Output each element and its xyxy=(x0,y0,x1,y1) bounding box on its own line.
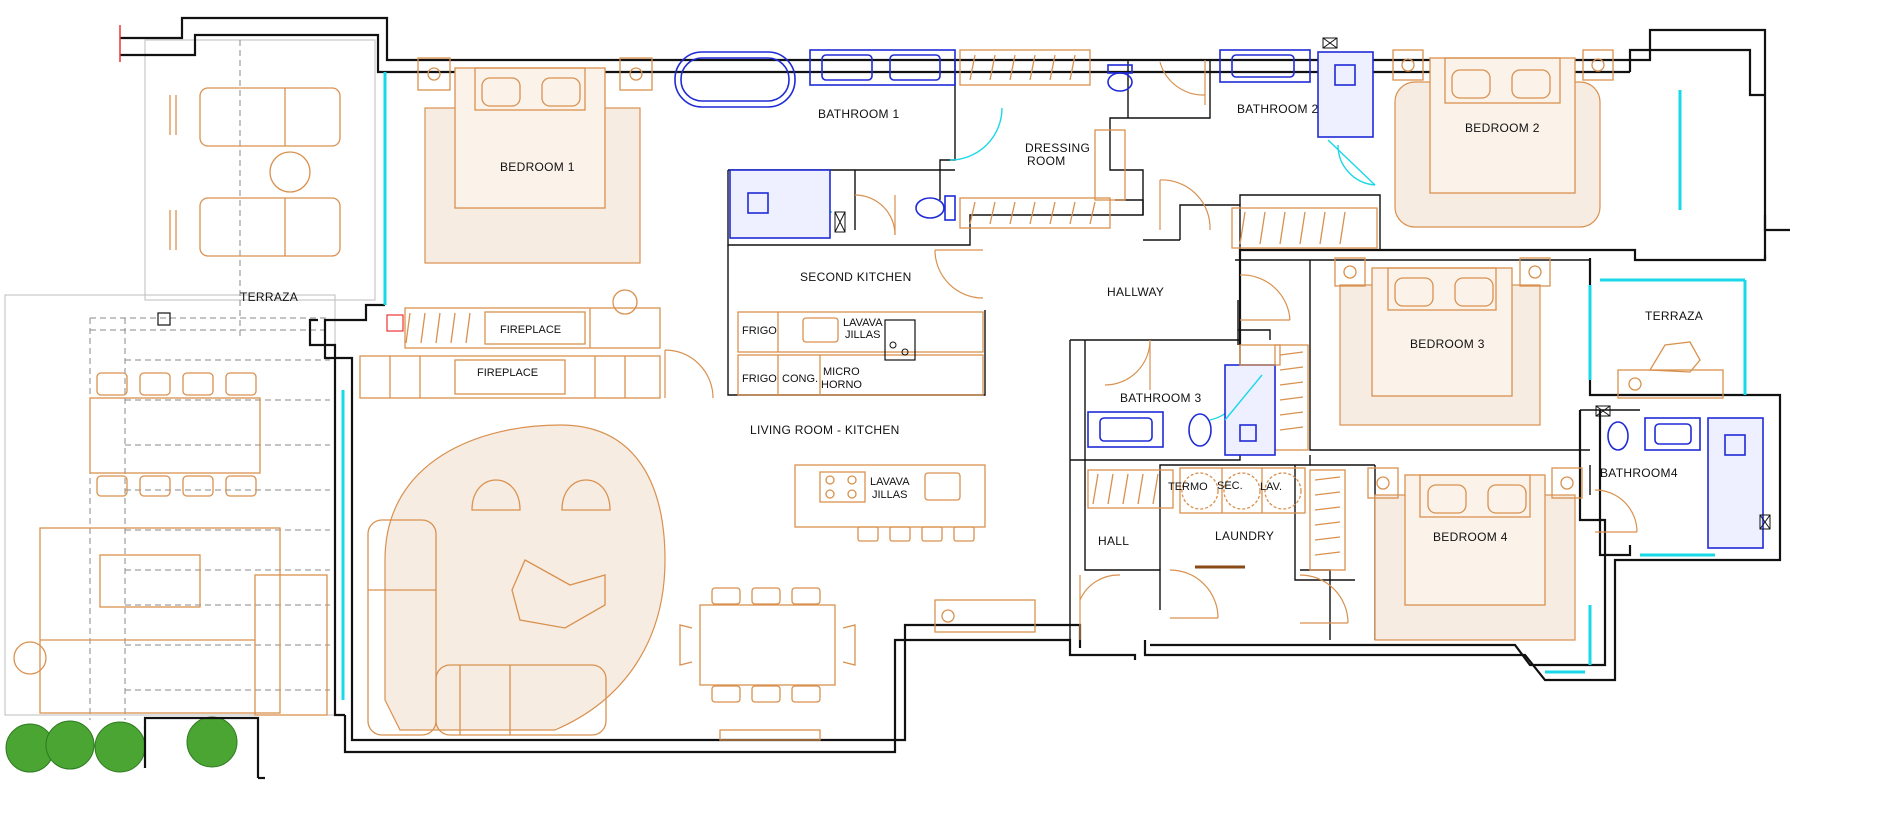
shower-1 xyxy=(729,169,831,239)
bathroom-3-fixtures xyxy=(1087,344,1281,456)
bedroom-1-furniture xyxy=(417,57,653,264)
label-terraza-right: TERRAZA xyxy=(1645,309,1703,323)
dining-table xyxy=(699,604,836,686)
coffee-table xyxy=(511,559,606,629)
toilet-4 xyxy=(1607,421,1629,451)
bedroom-3-furniture xyxy=(1274,257,1551,451)
double-vanity xyxy=(809,49,956,86)
fixture-labels: FRIGO FRIGO CONG. LAVAVA JILLAS MICRO HO… xyxy=(742,317,1282,501)
outdoor-sofa xyxy=(39,527,281,714)
label-hallway: HALLWAY xyxy=(1107,285,1164,299)
label-fireplace-lower: FIREPLACE xyxy=(477,367,538,379)
bathroom-1-fixtures xyxy=(674,49,956,239)
bedroom-4-furniture xyxy=(1367,467,1583,641)
label-bathroom-3: BATHROOM 3 xyxy=(1120,391,1201,405)
side-table xyxy=(269,151,311,193)
fireplace-units xyxy=(359,289,661,399)
left-terrace-area xyxy=(4,39,376,720)
label-living-room-kitchen: LIVING ROOM - KITCHEN xyxy=(750,423,900,437)
label-cong: CONG. xyxy=(782,373,818,385)
label-bedroom-1: BEDROOM 1 xyxy=(500,160,575,174)
dressing-room-wardrobes xyxy=(959,49,1126,229)
label-frigo-1: FRIGO xyxy=(742,325,777,337)
toilet-1 xyxy=(915,197,945,219)
sun-lounger xyxy=(199,197,341,257)
second-kitchen-counters xyxy=(737,311,984,396)
label-bathroom-1: BATHROOM 1 xyxy=(818,107,899,121)
plants xyxy=(5,716,238,773)
label-frigo-2: FRIGO xyxy=(742,373,777,385)
doors xyxy=(664,60,1638,640)
label-bedroom-2: BEDROOM 2 xyxy=(1465,121,1540,135)
label-fireplace-upper: FIREPLACE xyxy=(500,324,561,336)
hall-wardrobe xyxy=(1087,469,1174,509)
label-bedroom-4: BEDROOM 4 xyxy=(1433,530,1508,544)
label-dressing-room-2: ROOM xyxy=(1027,154,1066,168)
label-termo: TERMO xyxy=(1168,481,1208,493)
label-micro-1: MICRO xyxy=(823,366,860,378)
shower-4 xyxy=(1707,417,1764,549)
sectional-sofa xyxy=(367,519,437,736)
glazing xyxy=(341,72,1747,700)
label-second-kitchen: SECOND KITCHEN xyxy=(800,270,912,284)
bathroom-2-fixtures xyxy=(1107,49,1376,186)
label-dressing-room-1: DRESSING xyxy=(1025,141,1090,155)
label-lavavajillas-k2-1: LAVAVA xyxy=(843,317,883,329)
label-terraza-left: TERRAZA xyxy=(240,290,298,304)
round-rug xyxy=(384,424,666,731)
kitchen-island xyxy=(794,464,986,528)
label-bathroom-2: BATHROOM 2 xyxy=(1237,102,1318,116)
sun-lounger xyxy=(199,87,341,147)
room-labels: BEDROOM 1 BATHROOM 1 DRESSING ROOM BATHR… xyxy=(240,102,1703,548)
bedroom-2-furniture xyxy=(1231,49,1614,249)
vent-markers xyxy=(119,25,1771,530)
label-lavavajillas-island-2: JILLAS xyxy=(872,489,907,501)
terrace-column xyxy=(157,312,171,326)
label-sec: SEC. xyxy=(1217,480,1243,492)
label-laundry: LAUNDRY xyxy=(1215,529,1274,543)
outdoor-dining-table xyxy=(89,397,261,474)
living-room-furniture xyxy=(367,424,1036,741)
bathroom-4-fixtures xyxy=(1607,417,1764,549)
label-lav: LAV. xyxy=(1260,481,1282,493)
label-bathroom-4: BATHROOM4 xyxy=(1600,466,1678,480)
label-hall: HALL xyxy=(1098,534,1129,548)
laundry-appliances xyxy=(1179,467,1346,571)
bathtub xyxy=(674,51,796,108)
shower-2 xyxy=(1317,51,1374,138)
toilet-3 xyxy=(1188,413,1212,447)
label-bedroom-3: BEDROOM 3 xyxy=(1410,337,1485,351)
label-lavavajillas-island-1: LAVAVA xyxy=(870,476,910,488)
label-lavavajillas-k2-2: JILLAS xyxy=(845,329,880,341)
right-terrace-furniture xyxy=(1617,341,1724,399)
label-micro-2: HORNO xyxy=(821,379,862,391)
